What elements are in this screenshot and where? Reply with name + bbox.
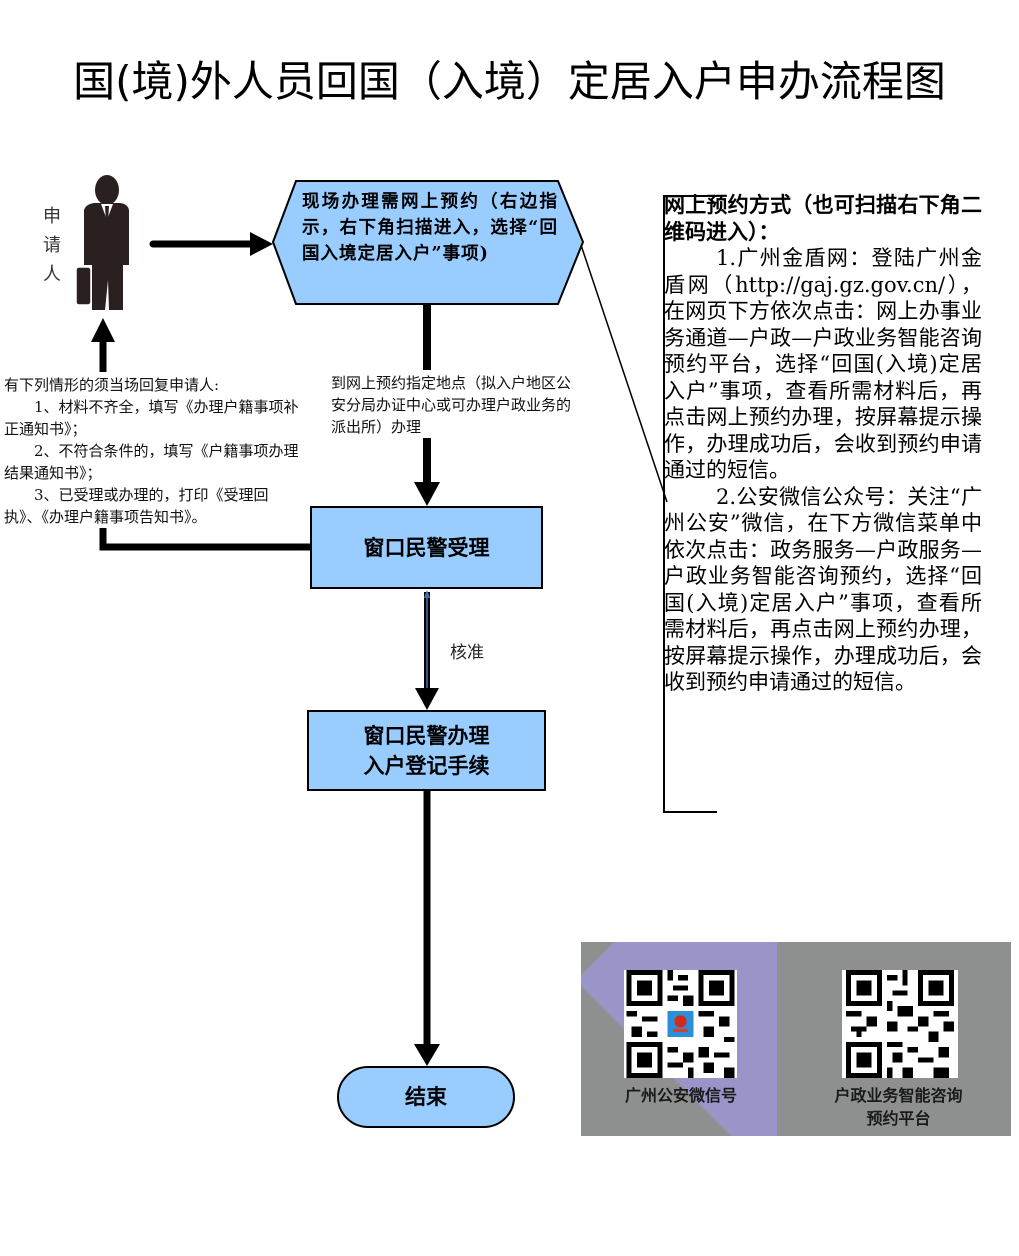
return-note-item: 3、已受理或办理的，打印《受理回执》、《办理户籍事项告知书》。 <box>4 486 269 526</box>
info-box-bracket <box>663 195 717 813</box>
qr-code-panel: 广州公安微信号 户政业务智能咨询 预约平台 <box>581 942 1011 1136</box>
approve-label: 核准 <box>450 643 484 663</box>
return-note-item: 2、不符合条件的，填写《户籍事项办理结果通知书》； <box>4 442 299 482</box>
qr-caption-booking-platform: 户政业务智能咨询 预约平台 <box>834 1086 963 1128</box>
online-booking-heading: 网上预约方式（也可扫描右下角二维码进入）： <box>664 192 982 244</box>
online-booking-method-wechat: 2.公安微信公众号：关注“广州公安”微信，在下方微信菜单中依次点击：政务服务—户… <box>664 484 982 695</box>
register-step-line2: 入户登记手续 <box>363 752 490 778</box>
qr-code-icon[interactable] <box>842 970 958 1078</box>
page-title: 国(境)外人员回国（入境）定居入户申办流程图 <box>73 57 946 106</box>
accept-step-box: 窗口民警受理 <box>310 506 543 589</box>
arrow-accept-to-register <box>415 590 439 710</box>
qr-code-with-police-badge-icon[interactable] <box>624 970 737 1078</box>
arrow-applicant-to-booking <box>149 232 273 256</box>
arrow-register-to-end <box>414 787 440 1066</box>
route-note: 到网上预约指定地点（拟入户地区公安分局办证中心或可办理户政业务的派出所）办理 <box>331 374 572 436</box>
arrow-booking-to-accept <box>414 305 440 506</box>
applicant-label: 申 请 人 <box>43 206 61 285</box>
return-note-item: 1、材料不齐全，填写《办理户籍事项补正通知书》； <box>4 398 299 438</box>
register-step-box: 窗口民警办理 入户登记手续 <box>307 710 546 791</box>
booking-step-label: 现场办理需网上预约（右边指示，右下角扫描进入，选择“回国入境定居入户”事项) <box>302 192 558 264</box>
accept-step-label: 窗口民警受理 <box>363 534 490 560</box>
end-terminal: 结束 <box>337 1066 515 1128</box>
businessman-with-briefcase-icon <box>75 175 129 310</box>
return-note-intro: 有下列情形的须当场回复申请人: <box>4 376 220 394</box>
register-step-line1: 窗口民警办理 <box>363 722 490 748</box>
online-booking-method-website: 1.广州金盾网：登陆广州金盾网（http://gaj.gz.gov.cn/），在… <box>664 246 982 482</box>
info-callout-line <box>580 244 668 503</box>
online-booking-info: 网上预约方式（也可扫描右下角二维码进入）： 1.广州金盾网：登陆广州金盾网（ht… <box>664 192 982 696</box>
return-note: 有下列情形的须当场回复申请人: 1、材料不齐全，填写《办理户籍事项补正通知书》；… <box>4 374 304 528</box>
arrow-accept-back-to-applicant <box>91 318 310 551</box>
qr-caption-wechat: 广州公安微信号 <box>624 1086 737 1105</box>
end-label: 结束 <box>405 1084 447 1109</box>
booking-step-hexagon <box>271 180 585 305</box>
